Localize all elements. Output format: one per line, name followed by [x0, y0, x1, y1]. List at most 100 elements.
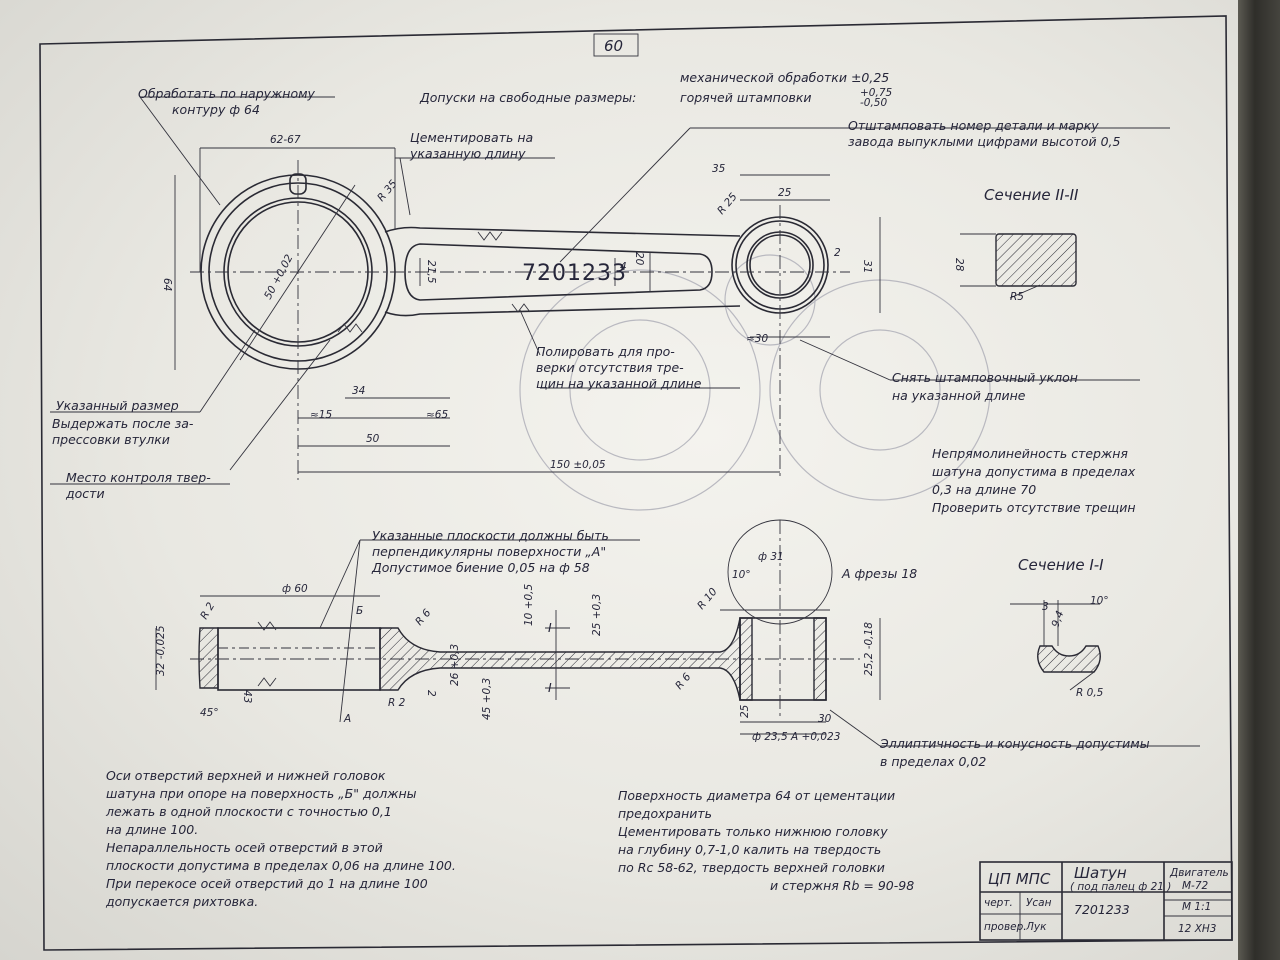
dim-sec1-10: 10° [1090, 595, 1109, 607]
tb-name-sub: ( под палец ф 21 ) [1070, 881, 1171, 893]
tb-drawn: черт. [984, 897, 1013, 909]
dim-15: ≈15 [310, 409, 332, 421]
dim-30: ≈30 [746, 333, 768, 345]
dim-side-10: 10 +0,5 [523, 583, 535, 626]
note-polish-3: щин на указанной длине [536, 376, 702, 391]
note-perpendicular-2: перпендикулярны поверхности „А" [372, 544, 606, 559]
note-surface-4: на глубину 0,7-1,0 калить на твердость [618, 842, 881, 857]
tb-sign-2: Лук [1025, 921, 1047, 933]
note-straightness-2: шатуна допустима в пределах [932, 464, 1136, 479]
dim-sec1-r05: R 0,5 [1076, 687, 1104, 699]
section-2-view [960, 233, 1077, 299]
dim-r35: R 35 [375, 178, 400, 204]
dim-sec2-28: 28 [953, 258, 965, 272]
note-polish-1: Полировать для про- [536, 344, 675, 359]
note-polish-2: верки отсутствия тре- [536, 360, 684, 375]
note-tol-forging-upper: +0,75 [860, 87, 892, 99]
dim-sec1-3: 3 [1042, 601, 1049, 613]
tb-engine: Двигатель [1169, 867, 1229, 879]
note-surface-1: Поверхность диаметра 64 от цементации [618, 788, 895, 803]
rod-stamped-number: 7201233 [522, 261, 627, 286]
note-axes-3: лежать в одной плоскости с точностью 0,1 [105, 804, 392, 819]
note-tol-forging-lower: -0,50 [860, 97, 887, 109]
note-surface-3: Цементировать только нижнюю головку [618, 824, 888, 839]
dim-side-60: ф 60 [282, 583, 308, 595]
leader-lines [50, 96, 1170, 485]
dim-side-45: 45 +0,3 [481, 678, 493, 720]
dim-sec2-r5: R5 [1010, 291, 1024, 303]
dim-50: 50 +0,02 [262, 252, 296, 301]
dim-side-26: 26 +0,3 [449, 644, 461, 686]
dim-2: 2 [834, 247, 841, 259]
side-leaders [319, 539, 1200, 747]
dim-4: 4 [620, 261, 627, 273]
dim-side-43: 43 [241, 690, 253, 703]
dim-side-10deg: 10° [732, 569, 751, 581]
note-straightness-3: 0,3 на длине 70 [932, 482, 1036, 497]
section-1-view [1010, 600, 1101, 691]
section-2-title: Сечение II-II [984, 186, 1079, 204]
label-section-i-top: I [548, 620, 552, 635]
dim-side-2: 2 [425, 690, 437, 697]
note-outer-contour-2: контуру ф 64 [172, 102, 260, 117]
dim-65: ≈65 [426, 409, 448, 421]
note-tol-machining: механической обработки ±0,25 [680, 70, 889, 85]
dim-31: 31 [861, 260, 873, 273]
dim-side-r2b: R 2 [388, 697, 406, 709]
note-stamp-1: Отштамповать номер детали и марку [848, 118, 1099, 133]
dim-150: 150 ±0,05 [550, 459, 606, 471]
dim-side-25b: 25 [739, 704, 751, 718]
note-hardness-1: Место контроля твер- [66, 470, 211, 485]
dim-side-r10: R 10 [695, 586, 720, 612]
note-axes-5: Непараллельность осей отверстий в этой [106, 840, 383, 855]
note-specified-size: Указанный размер [56, 398, 179, 413]
note-straightness-4: Проверить отсутствие трещин [932, 500, 1136, 515]
note-tol-forging: горячей штамповки [680, 90, 812, 105]
page-number: 60 [604, 37, 623, 55]
dim-side-r6a: R 6 [413, 607, 434, 628]
dim-side-31: ф 31 [758, 551, 784, 563]
tb-name: Шатун [1074, 864, 1127, 882]
dim-50b: 50 [366, 433, 380, 445]
dim-34: 34 [352, 385, 365, 397]
dim-sec1-9-4: 9,4 [1050, 609, 1067, 629]
dim-side-23-5: ф 23,5 A +0,023 [752, 731, 840, 743]
label-side-b: Б [356, 605, 363, 617]
tb-checked: провер. [984, 921, 1027, 933]
note-remove-draft-2: на указанной длине [892, 388, 1026, 403]
note-surface-6: и стержня Rb = 90-98 [770, 878, 914, 893]
note-maintain-1: Выдержать после за- [52, 416, 194, 431]
page-number-box [593, 33, 639, 57]
note-carburize-2: указанную длину [409, 146, 526, 161]
note-axes-8: допускается рихтовка. [105, 894, 258, 909]
note-axes-6: плоскости допустима в пределах 0,06 на д… [106, 858, 456, 873]
dim-side-r2a: R 2 [198, 600, 217, 621]
tb-org: ЦП МПС [988, 870, 1051, 888]
rod-side-section [155, 519, 881, 735]
dim-20: 20 [633, 252, 645, 266]
note-remove-draft-1: Снять штамповочный уклон [892, 370, 1078, 385]
note-axes-1: Оси отверстий верхней и нижней головок [106, 768, 386, 783]
rod-plan-view [174, 147, 881, 480]
note-perpendicular-3: Допустимое биение 0,05 на ф 58 [371, 560, 590, 575]
tb-scale: М 1:1 [1182, 901, 1211, 913]
note-axes-2: шатуна при опоре на поверхность „Б" долж… [106, 786, 417, 801]
note-maintain-2: прессовки втулки [52, 432, 170, 447]
tb-drawing-number: 7201233 [1074, 902, 1130, 917]
note-outer-contour-1: Обработать по наружному [138, 86, 316, 101]
label-section-i-bottom: I [548, 680, 552, 695]
dim-side-25: 25 +0,3 [591, 594, 603, 636]
dim-side-r6b: R 6 [673, 671, 694, 692]
section-1-title: Сечение I-I [1018, 556, 1104, 574]
dim-side-32: 32 -0,025 [155, 625, 167, 676]
dim-62-67: 62-67 [270, 134, 301, 146]
note-axes-4: на длине 100. [106, 822, 198, 837]
tb-engine-model: М-72 [1182, 880, 1209, 892]
note-carburize-1: Цементировать на [410, 130, 533, 145]
tb-sign-1: Усан [1026, 897, 1052, 909]
note-tolerances: Допуски на свободные размеры: [419, 90, 636, 105]
note-hardness-2: дости [65, 486, 105, 501]
dim-64: 64 [161, 278, 173, 291]
